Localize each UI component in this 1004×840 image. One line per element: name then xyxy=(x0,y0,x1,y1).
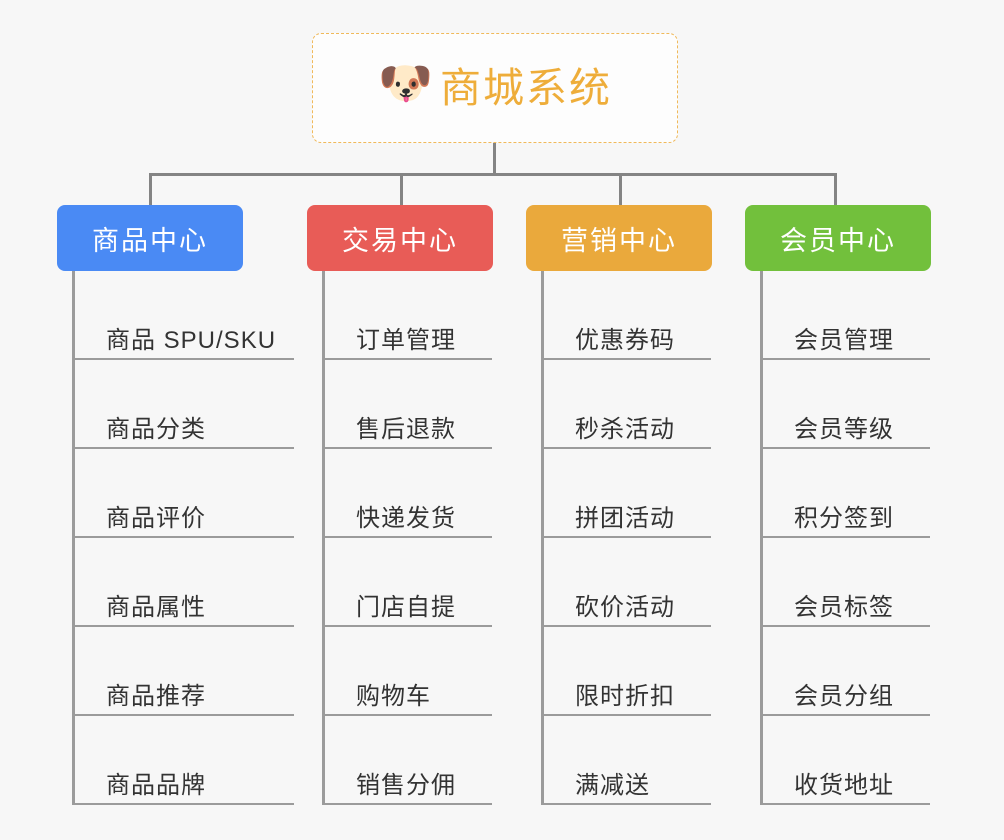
leaf-item[interactable]: 商品 SPU/SKU xyxy=(75,271,294,360)
leaf-item[interactable]: 销售分佣 xyxy=(325,716,492,805)
leaf-item[interactable]: 会员管理 xyxy=(763,271,930,360)
leaf-label: 商品属性 xyxy=(106,593,206,621)
leaf-item[interactable]: 会员等级 xyxy=(763,360,930,449)
dog-face-emoji: 🐶 xyxy=(378,59,433,108)
leaf-item[interactable]: 优惠券码 xyxy=(544,271,711,360)
leaf-item[interactable]: 秒杀活动 xyxy=(544,360,711,449)
connector-drop-product-center xyxy=(149,173,152,205)
connector-root-stem xyxy=(493,143,496,175)
leaf-label: 商品评价 xyxy=(106,504,206,532)
root-title: 商城系统 xyxy=(440,64,612,111)
connector-drop-member-center xyxy=(834,173,837,205)
leaf-item[interactable]: 门店自提 xyxy=(325,538,492,627)
category-header-trade-center[interactable]: 交易中心 xyxy=(307,205,493,271)
leaf-list-trade-center: 订单管理 售后退款 快递发货 门店自提 购物车 销售分佣 xyxy=(322,271,527,805)
category-header-member-center[interactable]: 会员中心 xyxy=(745,205,931,271)
leaf-label: 商品 SPU/SKU xyxy=(106,326,277,354)
leaf-item[interactable]: 满减送 xyxy=(544,716,711,805)
connector-horizontal-bar xyxy=(149,173,837,176)
column-member-center: 会员中心 会员管理 会员等级 积分签到 会员标签 会员分组 收货地址 xyxy=(745,205,965,805)
leaf-list-product-center: 商品 SPU/SKU 商品分类 商品评价 商品属性 商品推荐 商品品牌 xyxy=(72,271,294,805)
leaf-label: 商品分类 xyxy=(106,415,206,443)
leaf-label: 满减送 xyxy=(575,771,650,799)
leaf-item[interactable]: 购物车 xyxy=(325,627,492,716)
leaf-label: 商品品牌 xyxy=(106,771,206,799)
category-label: 商品中心 xyxy=(92,225,208,256)
leaf-item[interactable]: 商品属性 xyxy=(75,538,294,627)
column-product-center: 商品中心 商品 SPU/SKU 商品分类 商品评价 商品属性 商品推荐 商品品牌 xyxy=(57,205,294,805)
leaf-label: 会员管理 xyxy=(794,326,894,354)
leaf-label: 优惠券码 xyxy=(575,326,675,354)
leaf-label: 拼团活动 xyxy=(575,504,675,532)
leaf-label: 积分签到 xyxy=(794,504,894,532)
leaf-label: 会员分组 xyxy=(794,682,894,710)
leaf-label: 会员等级 xyxy=(794,415,894,443)
leaf-label: 销售分佣 xyxy=(356,771,456,799)
leaf-item[interactable]: 商品品牌 xyxy=(75,716,294,805)
leaf-item[interactable]: 商品推荐 xyxy=(75,627,294,716)
category-header-marketing-center[interactable]: 营销中心 xyxy=(526,205,712,271)
column-marketing-center: 营销中心 优惠券码 秒杀活动 拼团活动 砍价活动 限时折扣 满减送 xyxy=(526,205,746,805)
leaf-item[interactable]: 商品分类 xyxy=(75,360,294,449)
leaf-label: 商品推荐 xyxy=(106,682,206,710)
column-trade-center: 交易中心 订单管理 售后退款 快递发货 门店自提 购物车 销售分佣 xyxy=(307,205,527,805)
leaf-label: 会员标签 xyxy=(794,593,894,621)
leaf-item[interactable]: 拼团活动 xyxy=(544,449,711,538)
leaf-item[interactable]: 会员标签 xyxy=(763,538,930,627)
leaf-item[interactable]: 会员分组 xyxy=(763,627,930,716)
connector-drop-marketing-center xyxy=(619,173,622,205)
leaf-item[interactable]: 订单管理 xyxy=(325,271,492,360)
leaf-label: 售后退款 xyxy=(356,415,456,443)
leaf-item[interactable]: 商品评价 xyxy=(75,449,294,538)
leaf-item[interactable]: 积分签到 xyxy=(763,449,930,538)
leaf-label: 限时折扣 xyxy=(575,682,675,710)
category-label: 会员中心 xyxy=(780,225,896,256)
leaf-list-member-center: 会员管理 会员等级 积分签到 会员标签 会员分组 收货地址 xyxy=(760,271,965,805)
leaf-label: 秒杀活动 xyxy=(575,415,675,443)
leaf-label: 快递发货 xyxy=(356,504,456,532)
leaf-item[interactable]: 收货地址 xyxy=(763,716,930,805)
connector-drop-trade-center xyxy=(400,173,403,205)
category-label: 营销中心 xyxy=(561,225,677,256)
leaf-item[interactable]: 快递发货 xyxy=(325,449,492,538)
leaf-item[interactable]: 砍价活动 xyxy=(544,538,711,627)
leaf-list-marketing-center: 优惠券码 秒杀活动 拼团活动 砍价活动 限时折扣 满减送 xyxy=(541,271,746,805)
leaf-label: 订单管理 xyxy=(356,326,456,354)
leaf-label: 收货地址 xyxy=(794,771,894,799)
category-label: 交易中心 xyxy=(342,225,458,256)
leaf-label: 门店自提 xyxy=(356,593,456,621)
leaf-label: 购物车 xyxy=(356,682,431,710)
root-node[interactable]: 🐶 商城系统 xyxy=(312,33,678,143)
leaf-label: 砍价活动 xyxy=(575,593,675,621)
category-header-product-center[interactable]: 商品中心 xyxy=(57,205,243,271)
leaf-item[interactable]: 售后退款 xyxy=(325,360,492,449)
leaf-item[interactable]: 限时折扣 xyxy=(544,627,711,716)
